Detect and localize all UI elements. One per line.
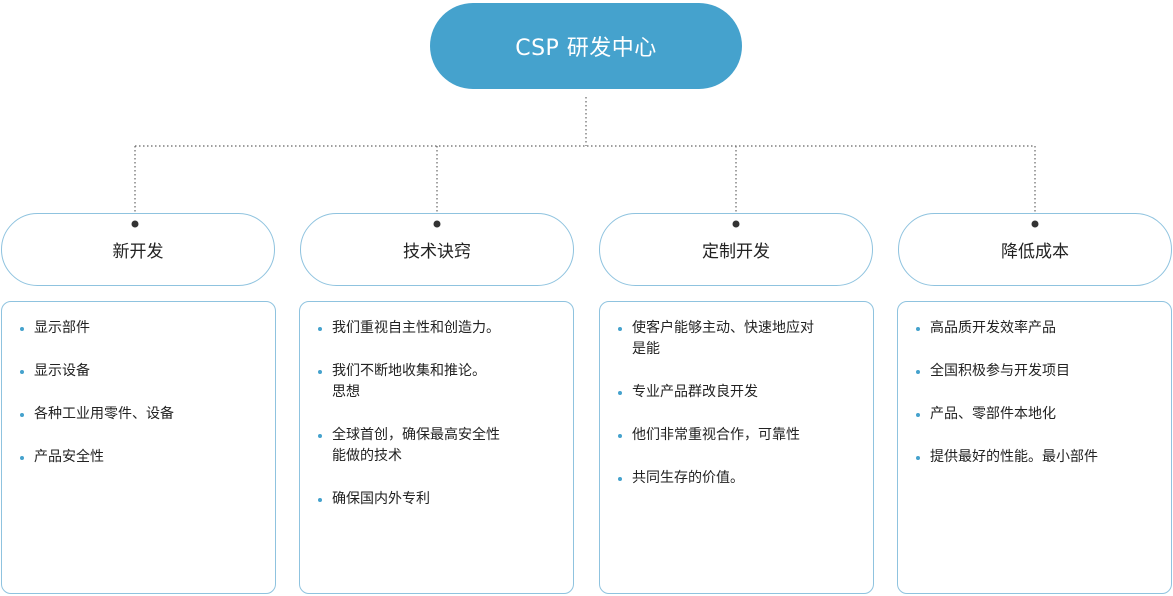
list-item: 提供最好的性能。最小部件: [916, 447, 1159, 468]
branch-title: 降低成本: [1001, 242, 1069, 262]
branch-node-cost-reduction: 降低成本: [898, 213, 1172, 286]
branch-node-custom-development: 定制开发: [599, 213, 873, 286]
branch-title: 新开发: [112, 242, 164, 262]
list-item: 产品安全性: [20, 447, 263, 468]
root-title: CSP 研发中心: [515, 36, 657, 61]
branch-detail-know-how: 我们重视自主性和创造力。 我们不断地收集和推论。 思想 全球首创，确保最高安全性…: [299, 301, 574, 594]
list-item: 我们重视自主性和创造力。: [318, 318, 561, 339]
list-item: 全球首创，确保最高安全性 能做的技术: [318, 425, 561, 467]
list-item: 显示设备: [20, 361, 263, 382]
list-item: 确保国内外专利: [318, 489, 561, 510]
list-item: 各种工业用零件、设备: [20, 404, 263, 425]
list-item: 我们不断地收集和推论。 思想: [318, 361, 561, 403]
branch-detail-new-development: 显示部件 显示设备 各种工业用零件、设备 产品安全性: [1, 301, 276, 594]
branch-node-new-development: 新开发: [1, 213, 275, 286]
list-item: 全国积极参与开发项目: [916, 361, 1159, 382]
list-item: 专业产品群改良开发: [618, 382, 861, 403]
branch-title: 定制开发: [702, 242, 770, 262]
list-item: 共同生存的价值。: [618, 468, 861, 489]
branch-node-know-how: 技术诀窍: [300, 213, 574, 286]
list-item: 显示部件: [20, 318, 263, 339]
list-item: 他们非常重视合作，可靠性: [618, 425, 861, 446]
list-item: 产品、零部件本地化: [916, 404, 1159, 425]
list-item: 使客户能够主动、快速地应对 是能: [618, 318, 861, 360]
branch-title: 技术诀窍: [403, 242, 471, 262]
list-item: 高品质开发效率产品: [916, 318, 1159, 339]
branch-detail-custom-development: 使客户能够主动、快速地应对 是能 专业产品群改良开发 他们非常重视合作，可靠性 …: [599, 301, 874, 594]
branch-detail-cost-reduction: 高品质开发效率产品 全国积极参与开发项目 产品、零部件本地化 提供最好的性能。最…: [897, 301, 1172, 594]
root-node: CSP 研发中心: [430, 3, 742, 89]
